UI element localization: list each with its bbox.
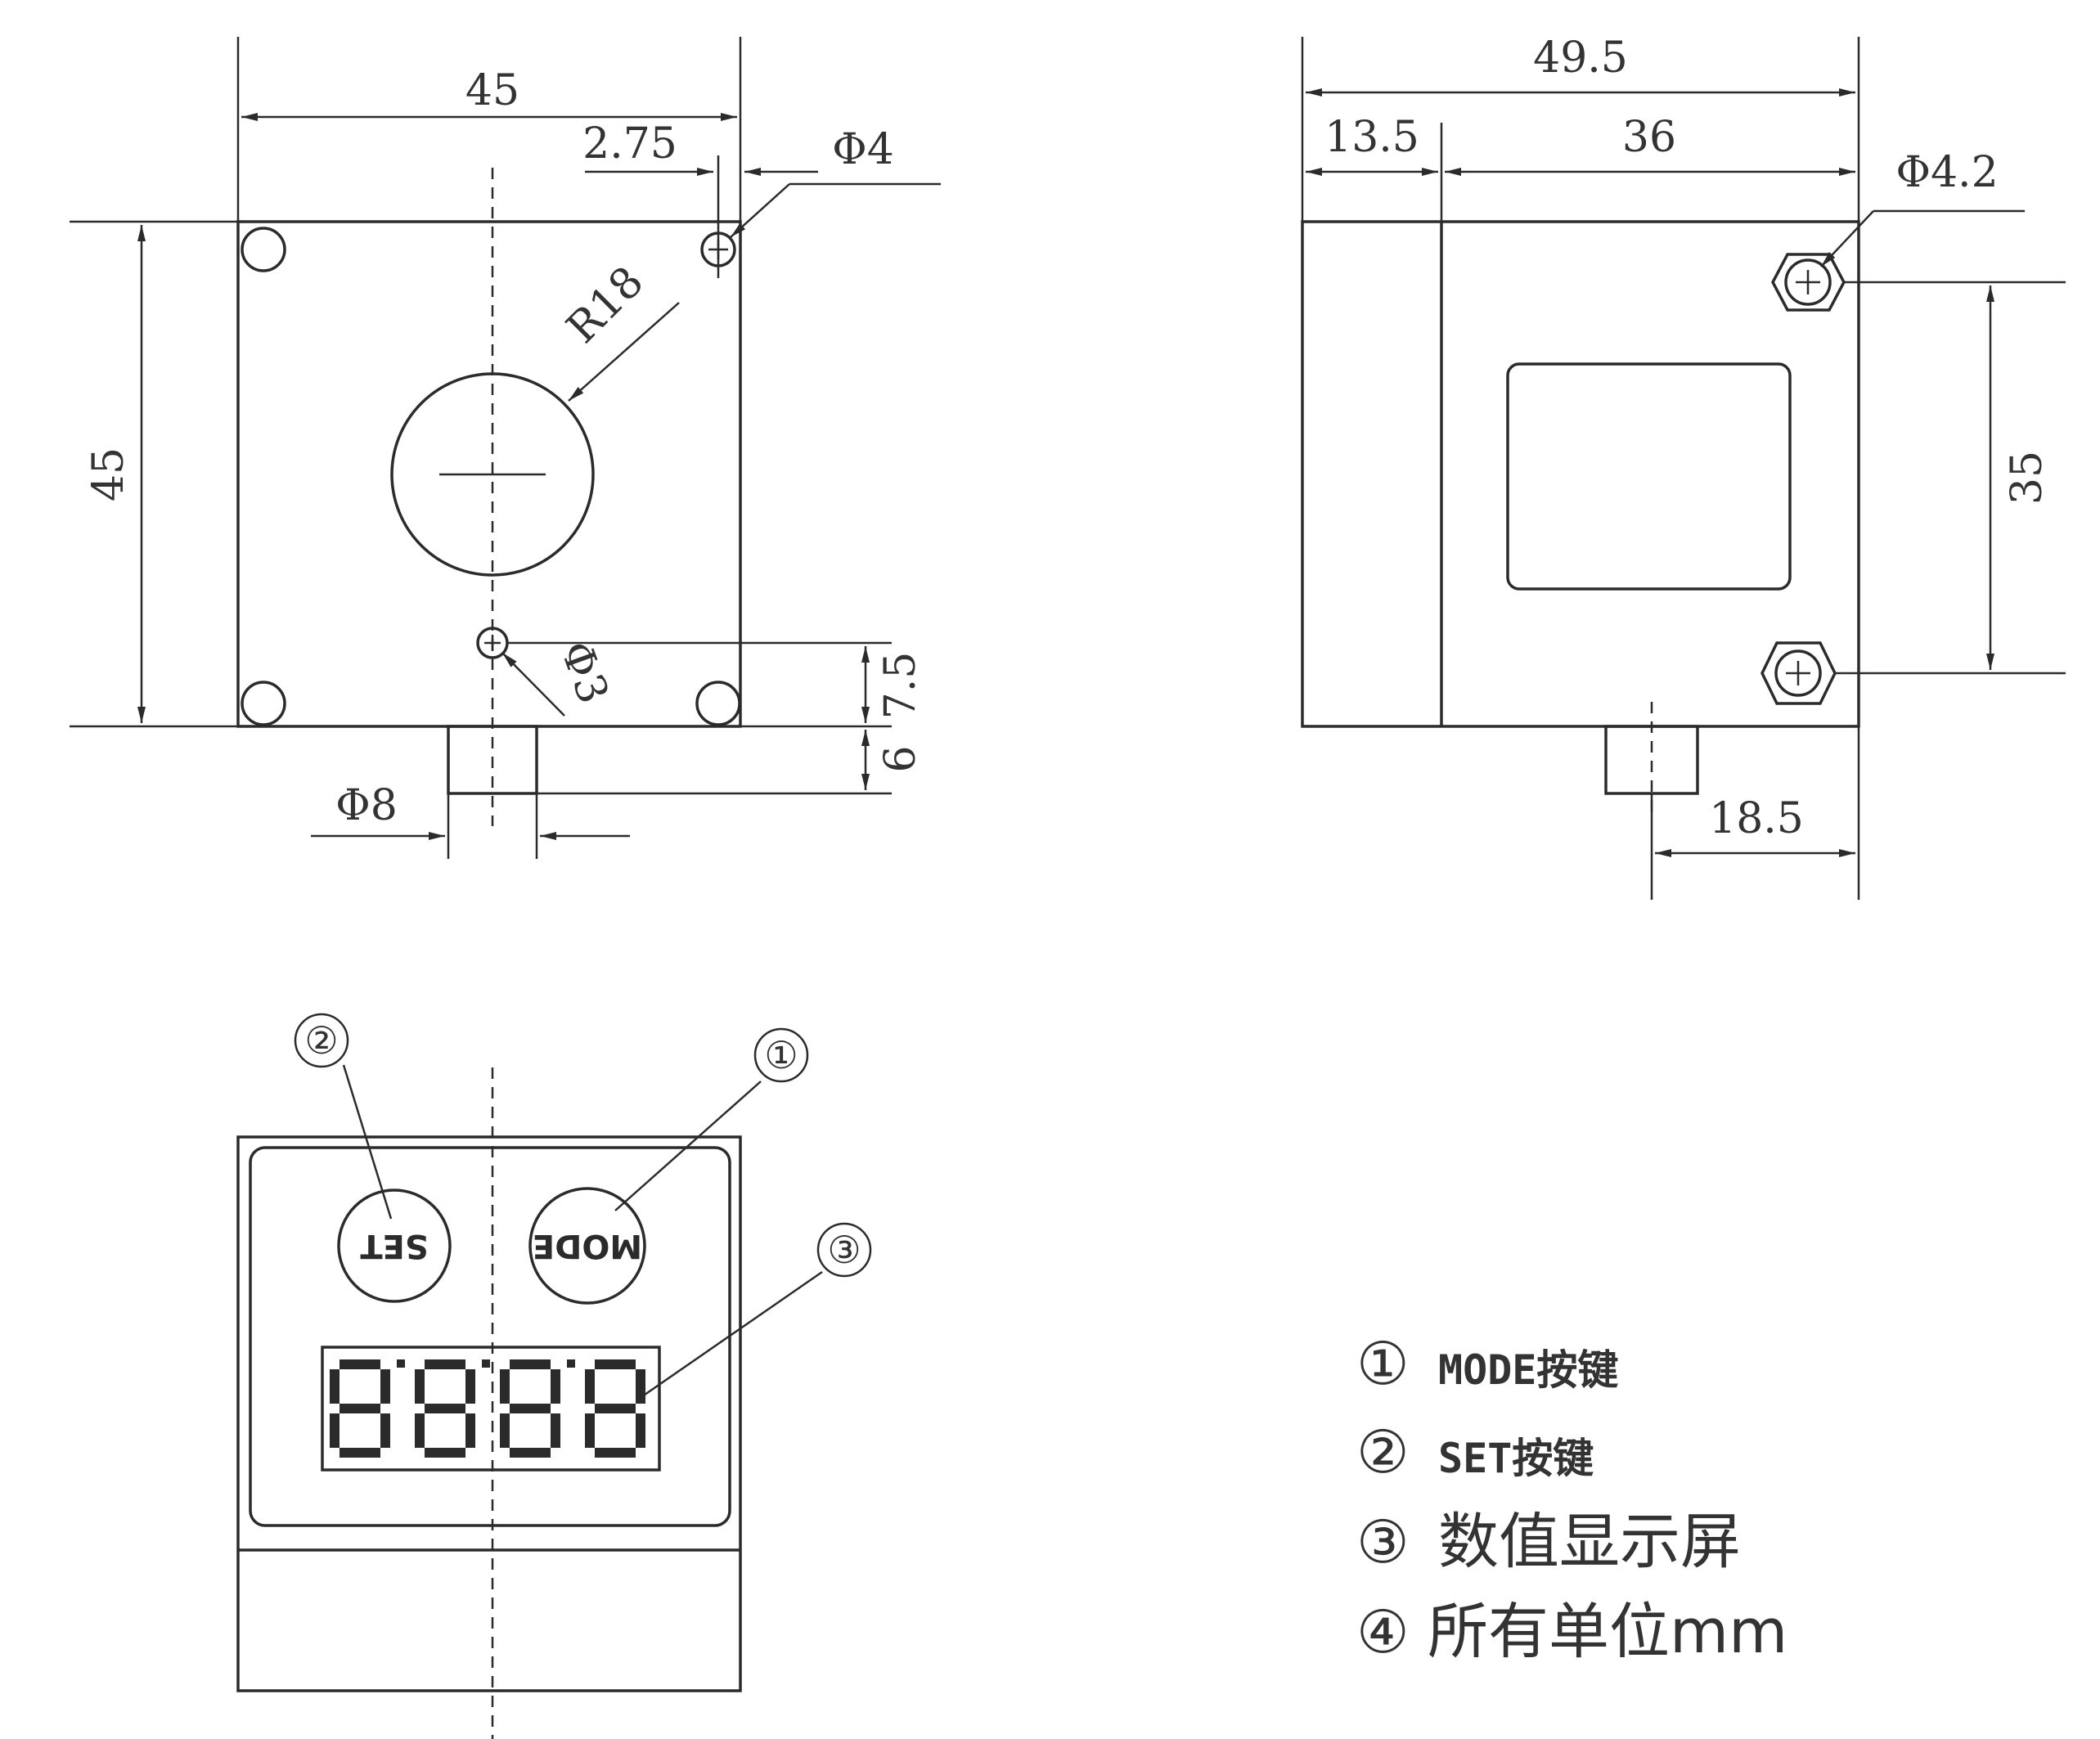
set-button-label: SET [360, 1227, 429, 1265]
display-segment-4-f [585, 1369, 595, 1404]
display-dot-2 [482, 1359, 490, 1368]
set-button: SET [337, 1189, 452, 1303]
display-segment-3-c [551, 1413, 560, 1448]
side-window [1506, 362, 1792, 591]
display-segment-1-d [340, 1448, 380, 1458]
display-segment-1-g [340, 1404, 380, 1413]
callout-3: ③ [636, 1222, 872, 1402]
dim-side-right: 36 [1622, 113, 1676, 162]
display-frame [321, 1346, 661, 1472]
display-segment-2-g [425, 1404, 465, 1413]
label-phi8: Φ8 [335, 781, 398, 830]
display-dot-1 [397, 1359, 405, 1368]
legend-text-1: MODE按键 [1438, 1346, 1618, 1394]
mode-button-label: MODE [533, 1227, 642, 1265]
display-segment-2-d [425, 1448, 465, 1458]
display-segment-4-e [585, 1413, 595, 1448]
display-segments [330, 1359, 645, 1458]
legend-text-3: 数值显示屏 [1438, 1507, 1741, 1577]
hex-nut-bottom [1760, 641, 1837, 705]
legend-num-3: ③ [1356, 1508, 1410, 1576]
label-phi3: Φ3 [551, 635, 618, 710]
dim-side-left: 13.5 [1324, 113, 1419, 162]
display-segment-2-f [415, 1369, 425, 1404]
side-view: 49.5 13.5 36 Φ4.2 35 18.5 [1301, 34, 2066, 900]
callout-1: ① [614, 1027, 809, 1211]
display-segment-3-a [510, 1359, 551, 1369]
hex-nut-top [1771, 253, 1846, 312]
legend-text-4: 所有单位mm [1428, 1597, 1787, 1667]
display-segment-1-c [380, 1413, 390, 1448]
legend-num-4: ④ [1356, 1597, 1410, 1666]
corner-hole-bottom-right [695, 681, 741, 726]
dim-front-height: 45 [84, 447, 133, 501]
front-view: 45 2.75 Φ4 R18 45 Φ3 7.5 6 Φ8 [70, 37, 941, 859]
display-segment-1-e [330, 1413, 340, 1448]
digital-display [321, 1346, 661, 1472]
display-segment-4-a [595, 1359, 636, 1369]
dim-shaft-offset: 18.5 [1709, 794, 1804, 843]
corner-hole-bottom-left [241, 681, 286, 726]
callout-3-label: ③ [827, 1228, 861, 1272]
panel-body-outline [236, 1135, 742, 1692]
display-segment-2-e [415, 1413, 425, 1448]
label-phi4-2: Φ4.2 [1895, 148, 1998, 197]
panel-view: SET MODE ② ① ③ [236, 1013, 872, 1739]
legend-num-1: ① [1356, 1329, 1410, 1398]
legend-item-4: ④ 所有单位mm [1356, 1597, 1787, 1667]
mode-button: MODE [528, 1187, 646, 1305]
display-segment-1-a [340, 1359, 380, 1369]
display-segment-3-e [500, 1413, 510, 1448]
display-dot-3 [567, 1359, 575, 1368]
dim-side-total: 49.5 [1533, 34, 1628, 83]
display-segment-3-f [500, 1369, 510, 1404]
callout-1-label: ① [764, 1033, 798, 1077]
label-phi4: Φ4 [832, 125, 894, 174]
callout-2-label: ② [304, 1018, 338, 1063]
dim-side-spacing: 35 [2003, 451, 2052, 505]
corner-hole-top-left [241, 227, 286, 272]
display-segment-3-b [551, 1369, 560, 1404]
legend-text-2: SET按键 [1438, 1435, 1594, 1482]
display-segment-3-g [510, 1404, 551, 1413]
display-segment-2-a [425, 1359, 465, 1369]
display-segment-2-b [465, 1369, 475, 1404]
dim-front-width: 45 [465, 66, 519, 115]
legend-item-1: ① MODE按键 [1356, 1329, 1618, 1398]
display-segment-4-c [636, 1413, 645, 1448]
callout-2: ② [294, 1013, 393, 1220]
dim-6: 6 [876, 745, 925, 772]
display-segment-1-b [380, 1369, 390, 1404]
display-segment-2-c [465, 1413, 475, 1448]
legend-item-2: ② SET按键 [1356, 1418, 1594, 1486]
shaft-phi8 [447, 725, 538, 795]
display-segment-3-d [510, 1448, 551, 1458]
display-segment-4-d [595, 1448, 636, 1458]
display-segment-4-g [595, 1404, 636, 1413]
dim-7-5: 7.5 [876, 652, 925, 720]
legend: ① MODE按键 ② SET按键 ③ 数值显示屏 ④ 所有单位mm [1356, 1329, 1787, 1667]
legend-item-3: ③ 数值显示屏 [1356, 1507, 1741, 1577]
legend-num-2: ② [1356, 1418, 1410, 1486]
display-segment-1-f [330, 1369, 340, 1404]
side-body-outline [1301, 220, 1860, 728]
dim-offset-2-75: 2.75 [582, 119, 677, 169]
